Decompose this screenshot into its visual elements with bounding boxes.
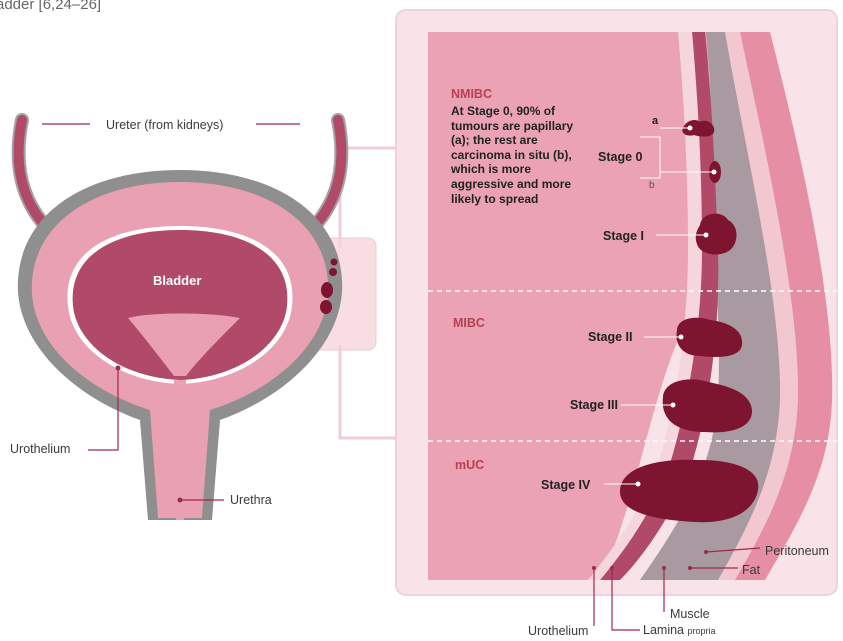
urethra-label: Urethra: [230, 493, 272, 507]
nmibc-title: NMIBC: [451, 87, 492, 101]
tumour-stage4: [620, 460, 758, 523]
muscle-label: Muscle: [670, 607, 710, 621]
muc-title: mUC: [455, 458, 484, 472]
zoom-connector: [340, 148, 396, 248]
caption-fragment: adder [6,24–26]: [0, 0, 101, 13]
propria-text: propria: [687, 626, 715, 636]
stage0-b-label: b: [649, 180, 655, 191]
urothelium-label-left: Urothelium: [10, 442, 70, 456]
lamina-propria-label: Lamina propria: [643, 623, 716, 637]
urothelium-label-right: Urothelium: [528, 624, 588, 638]
stage0-a-label: a: [652, 115, 658, 127]
stage1-label: Stage I: [603, 229, 644, 243]
stage3-label: Stage III: [570, 398, 618, 412]
stage0-label: Stage 0: [598, 150, 642, 164]
ureter-label: Ureter (from kidneys): [106, 118, 223, 132]
peritoneum-label: Peritoneum: [765, 544, 829, 558]
nmibc-description: At Stage 0, 90% of tumours are papillary…: [451, 104, 586, 206]
zoom-connector-bottom: [340, 345, 396, 438]
fat-label: Fat: [742, 563, 760, 577]
stage2-label: Stage II: [588, 330, 632, 344]
bladder-label: Bladder: [153, 273, 201, 288]
stage4-label: Stage IV: [541, 478, 590, 492]
lamina-text: Lamina: [643, 623, 684, 637]
mibc-title: MIBC: [453, 316, 485, 330]
